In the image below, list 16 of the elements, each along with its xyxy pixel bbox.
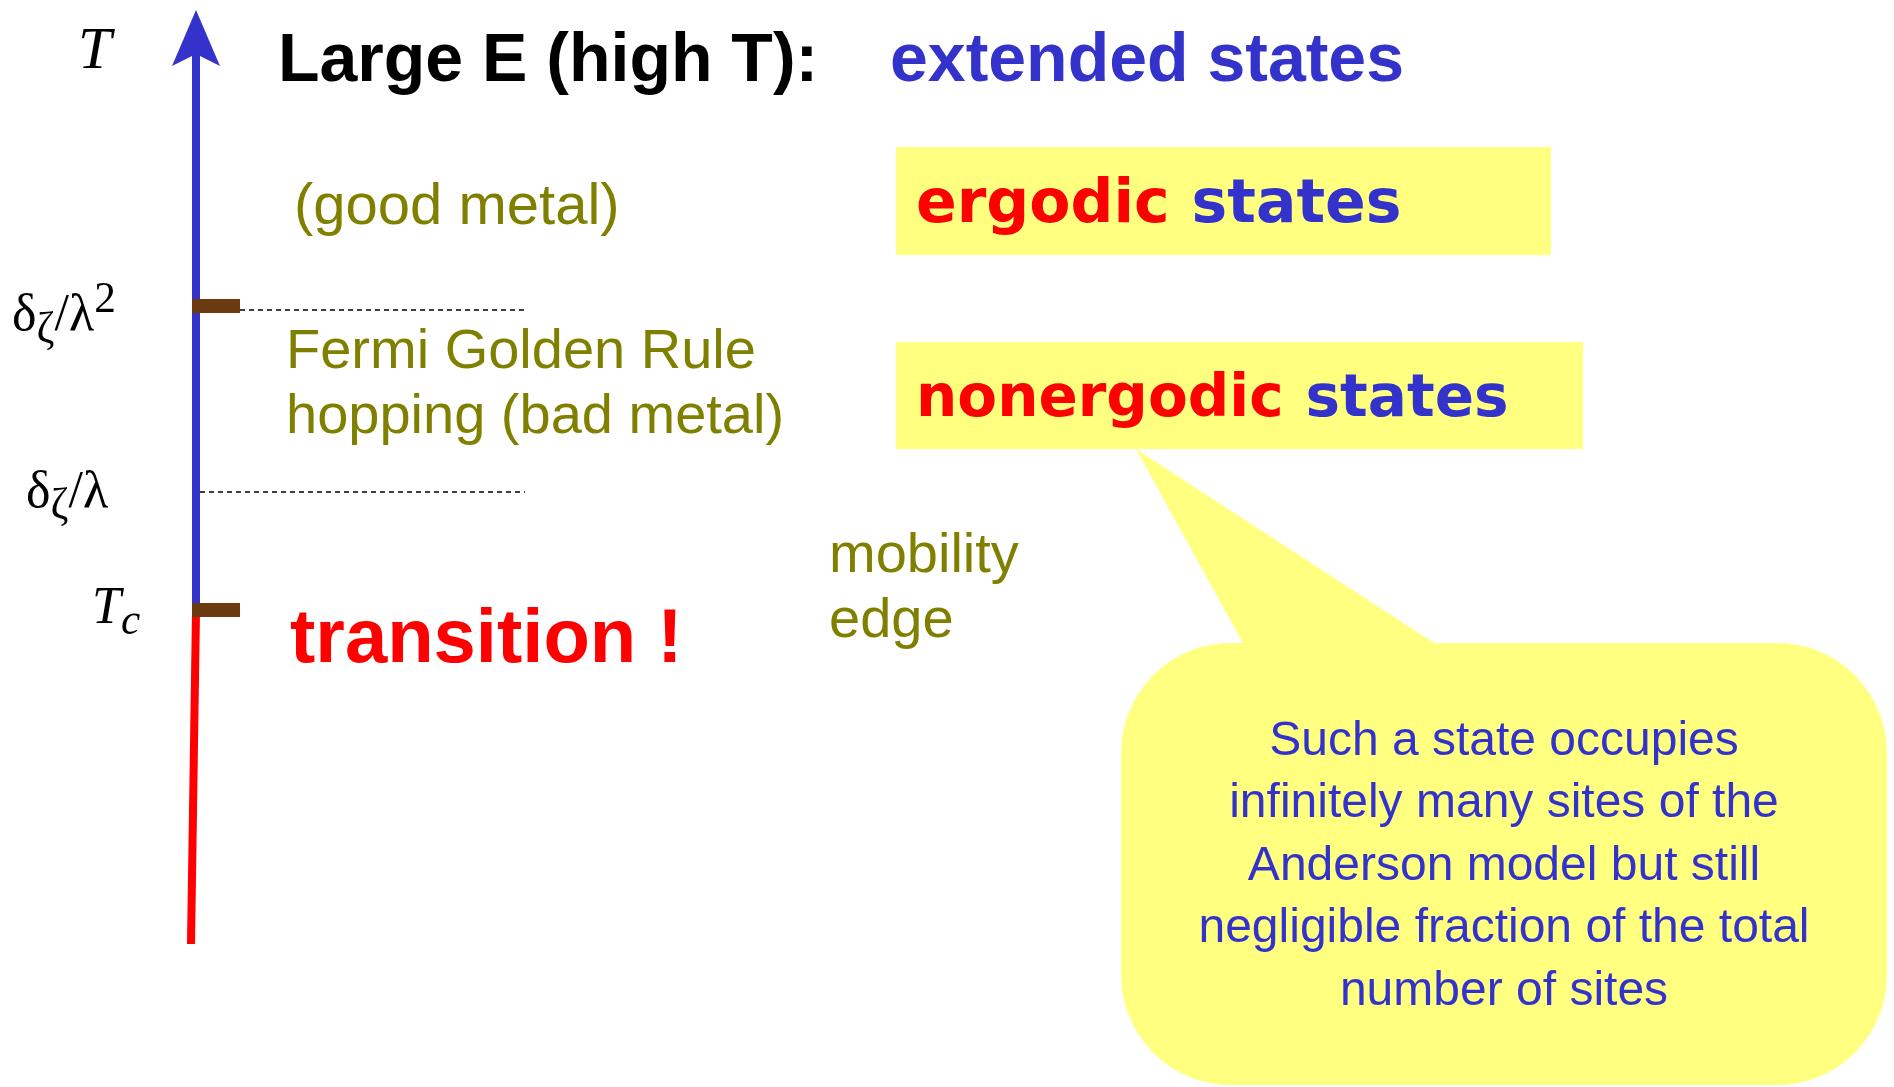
state-label: nonergodic — [916, 361, 1284, 430]
regime-text: (good metal) — [294, 170, 620, 237]
state-box — [896, 342, 1583, 449]
state-label: ergodic — [916, 166, 1170, 236]
state-box — [896, 147, 1551, 255]
state-label: states — [1191, 166, 1402, 236]
tick-label: δ$_{ζ}$/λ — [26, 460, 109, 529]
regime-text: Fermi Golden Rule hopping (bad metal) — [286, 316, 786, 446]
tick-label: δ$_{ζ}$/λ$^{2}$ — [12, 272, 116, 352]
heading-text: Large E (high T): — [278, 18, 819, 96]
state-label: states — [1305, 361, 1509, 430]
callout-text: Such a state occupies infinitely many sites of the Anderson model but still negligible fraction of the total number of sites — [1197, 711, 1811, 1017]
heading-text: extended states — [890, 18, 1404, 96]
regime-text: mobility edge — [829, 520, 1020, 650]
tick-label: T$_{c}$ — [92, 576, 141, 645]
transition-text: transition ! — [290, 592, 683, 679]
